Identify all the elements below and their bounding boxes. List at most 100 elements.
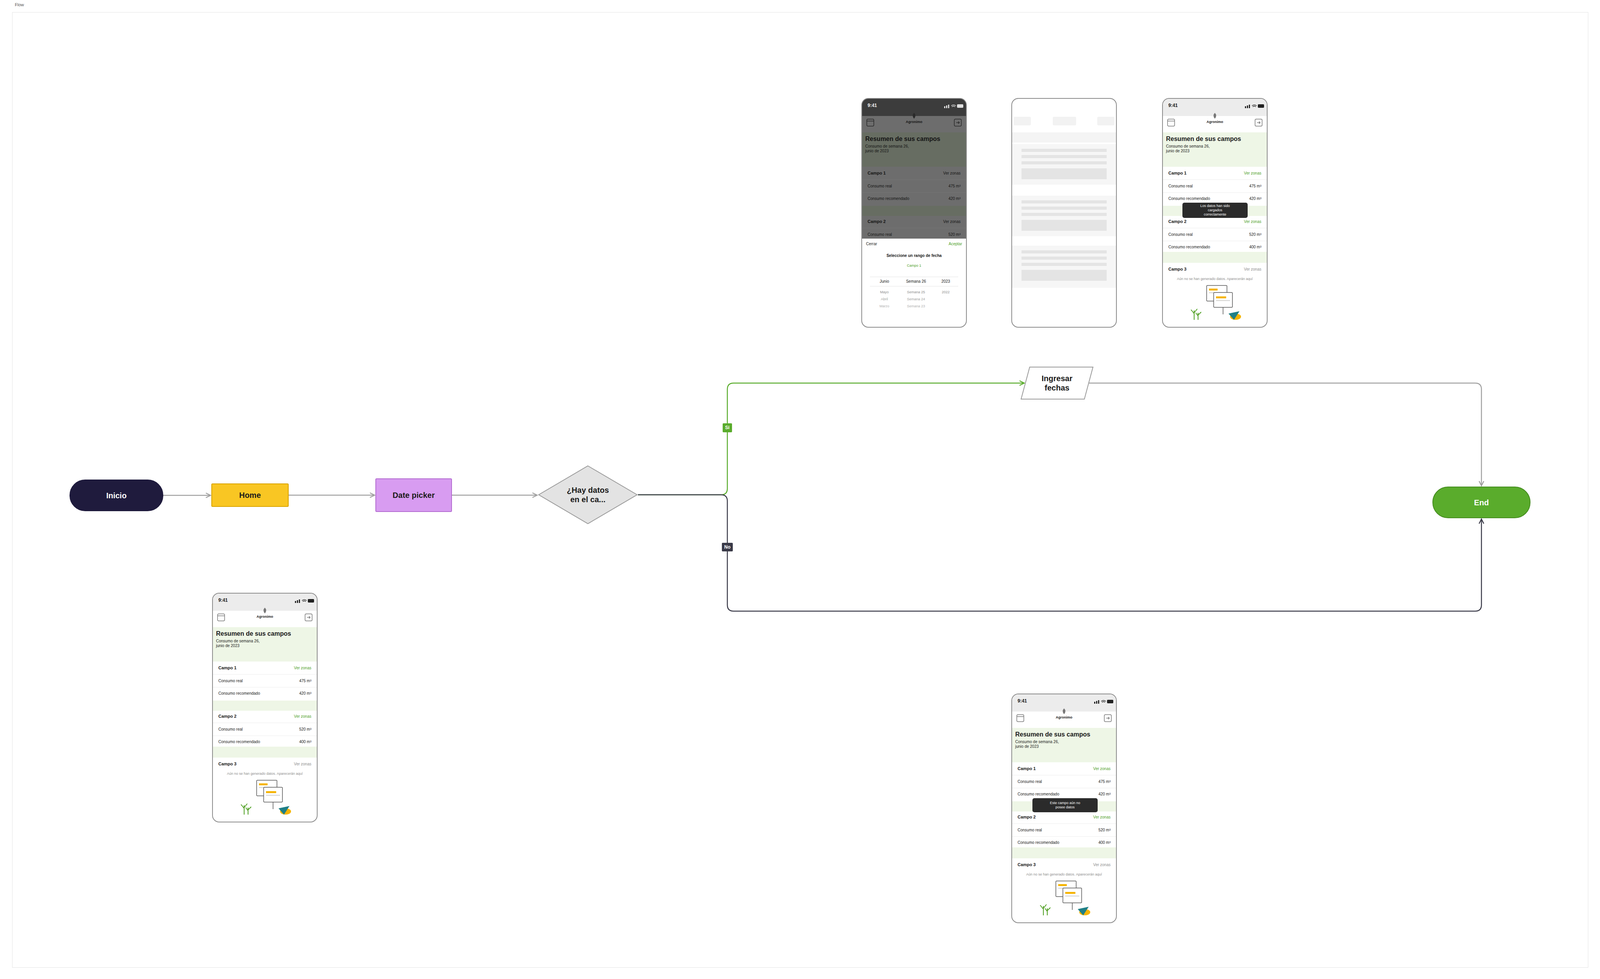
screen-text: Consumo de semana 26, junio de 2023 — [216, 639, 265, 649]
screen-text: 520 m³ — [299, 727, 312, 733]
screen-text: Agronimo — [905, 119, 923, 125]
shape-svg — [537, 465, 638, 525]
screen-text: Consumo recomendado — [1168, 196, 1211, 202]
screen-text: Ver zonas — [294, 762, 312, 767]
screen-text: Consumo real — [1017, 828, 1042, 833]
node-label: Home — [239, 490, 261, 500]
toast-message: Este campo aún no posee datos — [1032, 798, 1098, 813]
screen-text: Consumo recomendado — [1168, 244, 1211, 250]
process-box: Home — [211, 483, 289, 508]
process-box: Date picker — [375, 478, 452, 513]
screen-text: Ver zonas — [943, 219, 961, 225]
screen-text: Ver zonas — [943, 171, 961, 176]
screen-text: Cerrar — [866, 241, 877, 247]
toast-text: Este campo aún no posee datos — [1048, 801, 1082, 810]
screen-text: 400 m³ — [1098, 840, 1111, 846]
screen-text: 400 m³ — [1249, 244, 1262, 250]
screen-text: Aún no se han generado datos. Aparecerán… — [212, 771, 317, 777]
screen-text: 400 m³ — [299, 739, 312, 745]
screen-text: Ver zonas — [294, 714, 312, 720]
screen-text: Semana 23 — [907, 304, 925, 309]
screen-text: 475 m³ — [299, 678, 312, 684]
screen-text: Aún no se han generado datos. Aparecerán… — [1012, 872, 1117, 877]
edge-badge: No — [721, 542, 733, 552]
shape-outline — [1020, 366, 1094, 400]
screen-text: Campo 3 — [1017, 862, 1036, 868]
screen-text: Seleccione un rango de fecha — [862, 253, 967, 259]
screen-text: Mayo — [880, 290, 889, 295]
input-parallelogram: Ingresar fechas — [1020, 366, 1094, 400]
screen-text: 9:41 — [867, 102, 877, 109]
screen-text: Consumo real — [867, 183, 892, 189]
screen-text: Ver zonas — [1244, 267, 1262, 272]
edge-badge: Si — [722, 423, 732, 433]
screen-text: Consumo recomendado — [1017, 792, 1060, 797]
screen-text: Aún no se han generado datos. Aparecerán… — [1162, 276, 1267, 282]
connector — [288, 494, 375, 497]
connector — [163, 494, 211, 497]
screen-text: Consumo de semana 26, junio de 2023 — [865, 144, 915, 154]
shape-svg — [1020, 366, 1094, 400]
screen-text: Agronimo — [1206, 119, 1224, 125]
screen-text: Campo 2 — [1017, 814, 1036, 820]
phone-screen: 9:41AgronimoResumen de sus camposConsumo… — [1011, 693, 1117, 924]
screen-text: Ver zonas — [1093, 815, 1111, 820]
screen-text: Consumo real — [218, 727, 243, 733]
end-terminal: End — [1432, 486, 1531, 519]
screen-text: Campo 3 — [1168, 266, 1187, 272]
decision-diamond: ¿Hay datos en el ca... — [537, 465, 638, 525]
screen-text: Junio — [879, 279, 890, 284]
screen-text: 420 m³ — [1098, 792, 1111, 797]
screen-text: Resumen de sus campos — [1015, 730, 1091, 739]
screen-text: Aceptar — [948, 241, 963, 247]
screen-text: Agronimo — [256, 614, 274, 620]
screen-text: Consumo recomendado — [1017, 840, 1060, 846]
screen-text: 420 m³ — [948, 196, 961, 202]
screen-text: Consumo real — [1168, 232, 1193, 238]
screen-text: 9:41 — [218, 597, 228, 604]
screen-text: 2023 — [941, 279, 950, 284]
screen-text: 520 m³ — [948, 232, 961, 238]
screen-text: Semana 26 — [905, 279, 926, 284]
screen-text: Consumo recomendado — [867, 196, 910, 202]
toast-text: Los datos han sido cargados correctament… — [1197, 203, 1234, 217]
screen-text: Ver zonas — [294, 666, 312, 671]
skeleton-screen — [1012, 98, 1117, 327]
screen-text: Agronimo — [1055, 715, 1073, 720]
screen-text: Consumo de semana 26, junio de 2023 — [1166, 144, 1215, 154]
screen-text: Semana 24 — [907, 297, 925, 302]
start-terminal: Inicio — [69, 479, 164, 512]
screen-text: Consumo real — [867, 232, 892, 238]
screen-text: Consumo real — [1168, 183, 1193, 189]
node-label: Date picker — [392, 490, 435, 500]
screen-text: Ver zonas — [1093, 766, 1111, 772]
node-label: ¿Hay datos en el ca... — [564, 485, 611, 505]
screen-text: Campo 1 — [867, 170, 886, 176]
screen-text: 520 m³ — [1249, 232, 1262, 238]
screen-text: Campo 1 — [862, 263, 967, 268]
screen-text: Campo 2 — [867, 219, 886, 225]
screen-text: Consumo recomendado — [218, 739, 261, 745]
phone-screen: 9:41AgronimoResumen de sus camposConsumo… — [1162, 98, 1268, 328]
screen-text: Ver zonas — [1244, 219, 1262, 225]
screen-text: 420 m³ — [1249, 196, 1262, 202]
phone-screen: 9:41AgronimoResumen de sus camposConsumo… — [861, 98, 967, 328]
node-label: Ingresar fechas — [1038, 373, 1076, 393]
screen-text: Resumen de sus campos — [1166, 135, 1242, 143]
screen-text: 2022 — [941, 290, 950, 295]
node-label: Inicio — [106, 491, 127, 501]
screen-text: 420 m³ — [299, 691, 312, 697]
screen-text: Resumen de sus campos — [216, 630, 292, 638]
frame-title: Flow — [14, 2, 24, 8]
screen-text: Campo 2 — [1168, 219, 1187, 225]
connector — [637, 383, 1025, 495]
screen-text: Consumo de semana 26, junio de 2023 — [1015, 739, 1065, 750]
phone-screen: 9:41AgronimoResumen de sus camposConsumo… — [212, 592, 318, 823]
screen-text: 475 m³ — [948, 183, 961, 189]
screen-text: Campo 1 — [218, 665, 237, 671]
connector — [1089, 383, 1482, 486]
screen-text: Ver zonas — [1244, 171, 1262, 176]
screen-text: Consumo real — [218, 678, 243, 684]
screen-text: Consumo recomendado — [218, 691, 261, 697]
